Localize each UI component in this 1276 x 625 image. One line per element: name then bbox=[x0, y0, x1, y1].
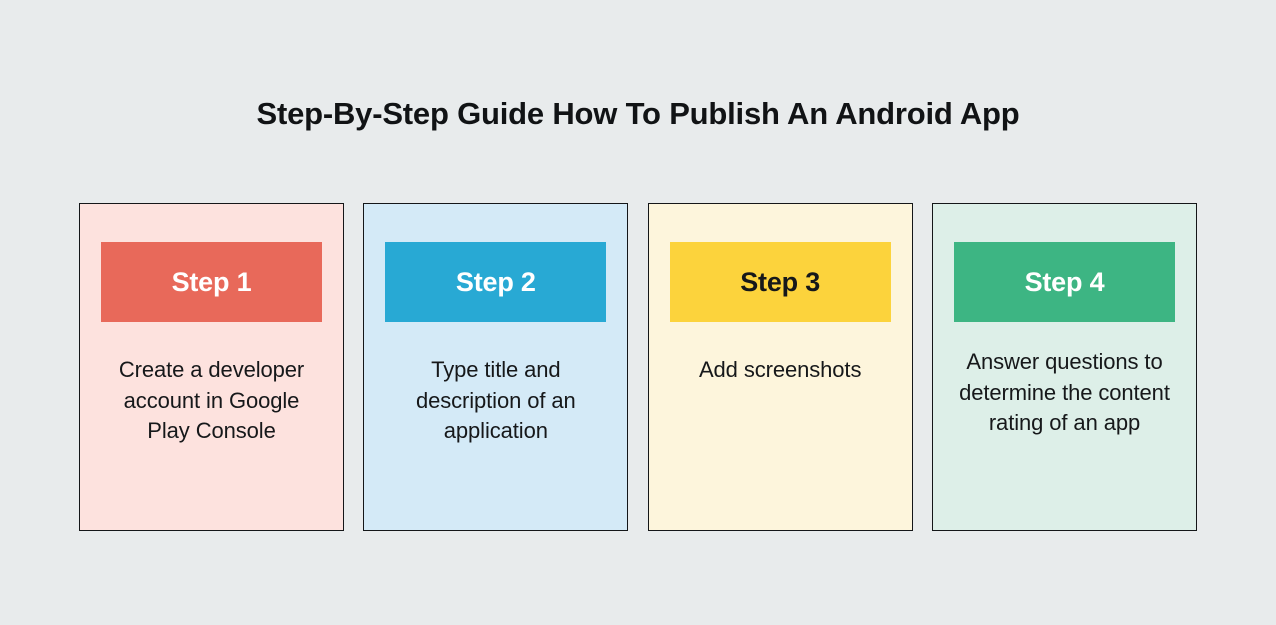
step-card-3: Step 3 Add screenshots bbox=[647, 203, 913, 531]
step-card-4: Step 4 Answer questions to determine the… bbox=[931, 203, 1197, 531]
step-card-2: Step 2 Type title and description of an … bbox=[363, 203, 629, 531]
step-cards-container: Step 1 Create a developer account in Goo… bbox=[79, 203, 1197, 531]
step-description-4: Answer questions to determine the conten… bbox=[959, 349, 1170, 435]
step-badge-3: Step 3 bbox=[669, 242, 891, 322]
step-badge-4: Step 4 bbox=[953, 242, 1175, 322]
step-description-3: Add screenshots bbox=[698, 357, 862, 382]
step-card-1: Step 1 Create a developer account in Goo… bbox=[79, 203, 344, 531]
page-title: Step-By-Step Guide How To Publish An And… bbox=[256, 96, 1020, 131]
step-description-2: Type title and description of an applica… bbox=[415, 357, 576, 443]
step-badge-2: Step 2 bbox=[385, 242, 607, 322]
step-description-1: Create a developer account in Google Pla… bbox=[118, 357, 305, 443]
step-badge-1: Step 1 bbox=[101, 242, 322, 322]
